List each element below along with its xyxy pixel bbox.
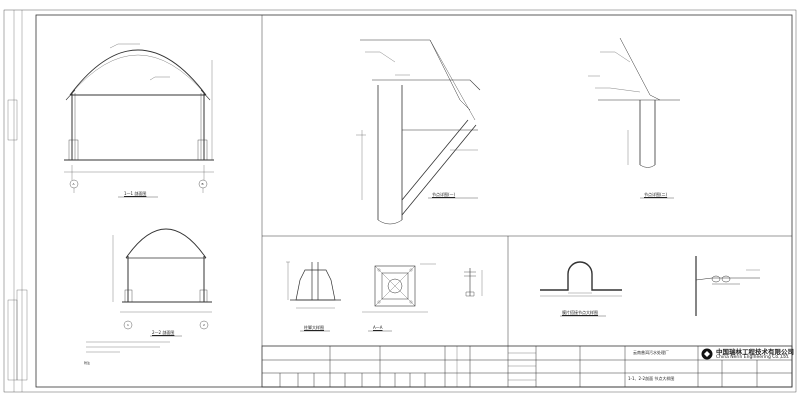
section-2-2-title: 2—2 剖面图 xyxy=(152,330,175,335)
company-name-en: China Nerin Engineering Co.,Ltd. xyxy=(716,355,790,360)
company-logo-icon xyxy=(701,348,713,360)
base-detail-title: 柱脚大样图 xyxy=(304,325,324,330)
axis-label-a: A xyxy=(72,181,75,186)
drawing-title: 1-1、2-2剖面 节点大样图 xyxy=(628,376,675,381)
detail-1-drawing xyxy=(356,39,481,225)
anchor-detail-drawing xyxy=(464,268,483,297)
detail-2-title: 节点详图(二) xyxy=(644,192,668,197)
cap-detail-title: 膜片搭接节点大样图 xyxy=(562,310,598,315)
notes-heading: 附注 xyxy=(84,361,91,365)
membrane-joint-drawing xyxy=(695,256,760,316)
axis-label-b: B xyxy=(201,181,204,186)
section-1-1-drawing xyxy=(64,43,214,198)
company-name-cn: 中国瑞林工程技术有限公司 xyxy=(716,348,794,356)
sheet-outer-border xyxy=(3,9,797,393)
section-1-1-title: 1—1 剖面图 xyxy=(124,191,147,196)
title-block-grid xyxy=(261,345,793,388)
section-a-a-drawing xyxy=(362,263,436,332)
project-name: 云南普洱污水处理厂 xyxy=(633,350,669,355)
binding-strip xyxy=(7,10,28,392)
base-detail-drawing xyxy=(286,261,341,332)
axis-label-1: 1 xyxy=(127,322,129,327)
section-2-2-drawing xyxy=(86,228,212,353)
section-a-a-title: A—A xyxy=(373,325,383,330)
detail-2-drawing xyxy=(588,37,680,199)
detail-1-title: 节点详图(一) xyxy=(432,192,456,197)
axis-label-2: 2 xyxy=(203,322,205,327)
cap-detail-drawing xyxy=(540,261,622,317)
